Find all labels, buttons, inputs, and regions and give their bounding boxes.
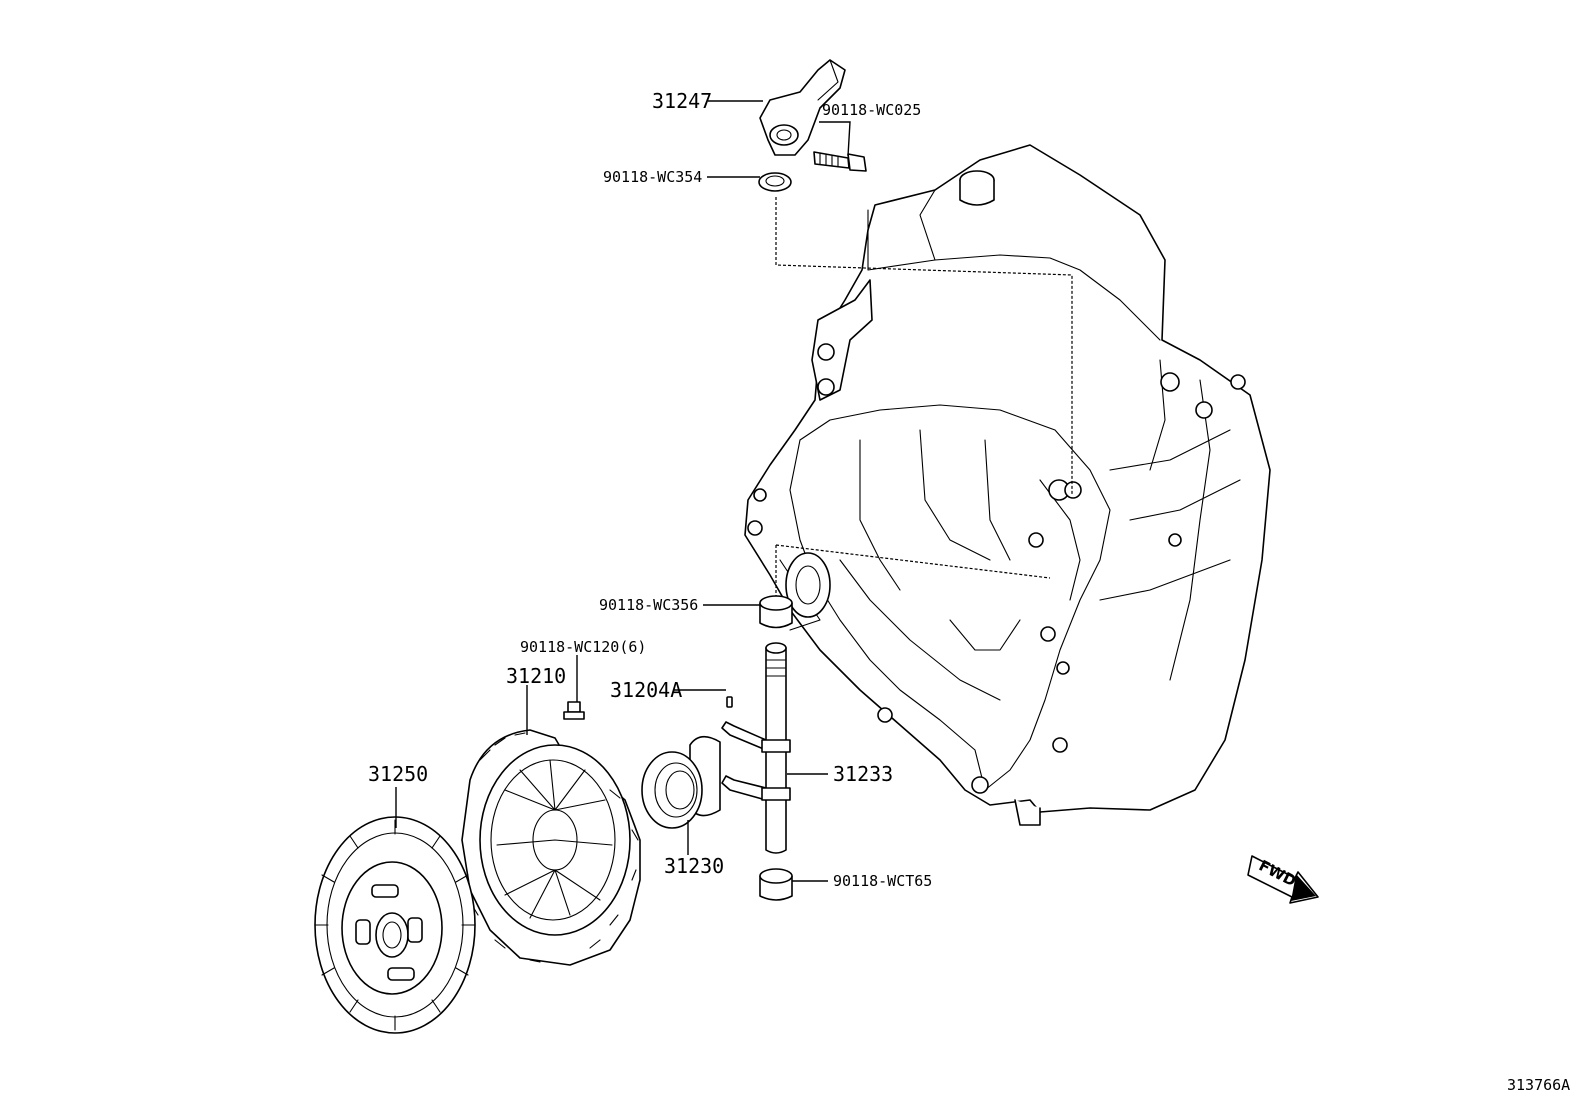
release-bearing bbox=[641, 735, 721, 829]
diagram-reference-number: 313766A bbox=[1507, 1076, 1571, 1094]
label-31230: 31230 bbox=[664, 854, 725, 878]
transaxle-housing bbox=[744, 144, 1271, 826]
release-lever bbox=[759, 59, 846, 156]
label-31233: 31233 bbox=[833, 762, 894, 786]
label-31204a: 31204A bbox=[610, 678, 683, 702]
bushing-wc354 bbox=[758, 172, 792, 192]
leader-lines bbox=[395, 100, 851, 882]
label-31247: 31247 bbox=[652, 89, 713, 113]
clutch-disc bbox=[314, 816, 476, 1034]
release-shaft bbox=[721, 595, 793, 901]
label-90118-wc120: 90118-WC120(6) bbox=[520, 638, 647, 656]
label-90118-wc356: 90118-WC356 bbox=[599, 596, 699, 614]
clutch-cover bbox=[461, 701, 641, 966]
pin-31204a bbox=[726, 696, 733, 708]
fwd-arrow-icon: FWD bbox=[1247, 855, 1319, 904]
label-31250: 31250 bbox=[368, 762, 429, 786]
label-90118-wct65: 90118-WCT65 bbox=[833, 872, 933, 890]
label-90118-wc025: 90118-WC025 bbox=[822, 101, 922, 119]
label-90118-wc354: 90118-WC354 bbox=[603, 168, 703, 186]
bolt-wc025 bbox=[813, 151, 867, 172]
label-31210: 31210 bbox=[506, 664, 567, 688]
